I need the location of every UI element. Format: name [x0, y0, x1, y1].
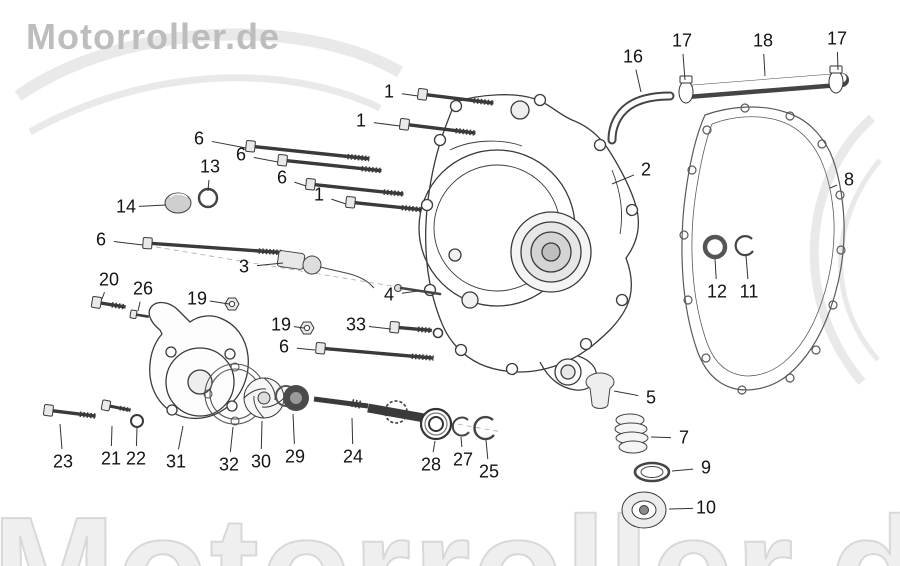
leader-line-6: [113, 241, 144, 246]
leader-line-17: [682, 53, 686, 81]
part-bolt-20: [90, 295, 127, 310]
leader-line-19: [209, 300, 230, 305]
leader-line-2: [611, 174, 635, 185]
part-water-pump-housing: [148, 301, 249, 419]
leader-line-30: [260, 420, 263, 450]
part-bolt-23: [43, 403, 96, 419]
part-cover-gasket: [679, 103, 846, 395]
part-stud-6a: [245, 139, 370, 162]
part-seal-29: [275, 385, 309, 411]
part-washer-22: [130, 414, 144, 428]
part-washer-33: [432, 327, 444, 339]
background-logo-swoosh: [14, 28, 882, 385]
leader-line-29: [292, 413, 295, 445]
leader-line-33: [368, 325, 392, 330]
leader-line-13: [207, 179, 210, 192]
leader-line-24: [351, 417, 354, 445]
leader-line-26: [137, 301, 141, 312]
leader-line-6: [211, 140, 247, 149]
leader-line-18: [763, 53, 766, 77]
part-hose: [683, 73, 849, 99]
part-sensor-3: [276, 250, 375, 289]
leader-line-6: [294, 181, 307, 187]
leader-line-1: [331, 198, 347, 205]
part-impeller-30: [243, 377, 285, 419]
leader-line-12: [714, 258, 717, 280]
leader-line-14: [138, 204, 167, 207]
leader-line-6: [296, 347, 316, 351]
part-bearing-28: [419, 407, 453, 441]
part-bellows-7: [614, 413, 649, 454]
watermark-top: Motorroller.de: [26, 16, 281, 57]
leader-line-23: [59, 423, 63, 450]
leader-line-1: [401, 93, 419, 97]
part-stud-6c: [305, 177, 404, 197]
part-oring-9: [633, 461, 671, 483]
part-seal-12: [702, 234, 728, 260]
leader-line-22: [135, 427, 138, 447]
leader-line-3: [256, 262, 284, 267]
leader-line-5: [613, 390, 639, 397]
part-bolt-1a: [417, 87, 494, 106]
part-hose-clamp-left: [678, 75, 694, 104]
part-bolt-21: [100, 399, 131, 413]
leader-line-16: [635, 69, 642, 93]
leader-line-27: [460, 436, 463, 448]
leader-line-17: [836, 51, 839, 71]
leader-line-11: [745, 255, 749, 280]
leader-lines: [59, 51, 839, 510]
part-bolt-set: [43, 87, 494, 428]
part-pump-shaft-24: [313, 396, 431, 424]
part-joint-5: [585, 372, 615, 409]
part-bolt-1b: [399, 117, 476, 136]
leader-line-19: [293, 326, 305, 329]
leader-line-28: [432, 440, 436, 453]
leader-line-10: [668, 507, 694, 510]
part-nut-set: [224, 297, 315, 335]
leader-line-21: [110, 425, 113, 447]
part-hose-clamp-right: [828, 65, 844, 94]
leader-line-31: [177, 425, 184, 450]
part-stud-6e: [315, 341, 434, 361]
part-pin-26: [129, 309, 149, 320]
leader-line-6: [253, 156, 279, 163]
leader-line-8: [829, 184, 838, 189]
part-oring-13: [197, 187, 219, 209]
part-engine-cover: [418, 93, 639, 391]
leader-line-20: [101, 292, 105, 300]
leader-line-1: [373, 122, 401, 127]
part-pin-4: [394, 284, 442, 296]
leader-line-7: [650, 436, 672, 439]
leader-line-9: [671, 468, 694, 472]
part-snapring-25: [473, 415, 495, 441]
watermark-bottom: Motorroller.de: [0, 495, 900, 566]
part-bolt-33: [389, 320, 433, 334]
part-circlip-11: [734, 235, 754, 257]
part-cap-14: [164, 192, 192, 214]
leader-line-32: [229, 426, 234, 453]
leader-line-25: [485, 439, 489, 460]
part-breather-pipe: [607, 91, 675, 145]
part-bolt-1c: [345, 195, 422, 213]
part-cap-10: [621, 491, 667, 529]
leader-line-4: [401, 290, 419, 294]
part-circlip-27: [451, 416, 470, 437]
part-stud-6d: [142, 236, 283, 256]
part-stud-6b: [277, 153, 382, 174]
